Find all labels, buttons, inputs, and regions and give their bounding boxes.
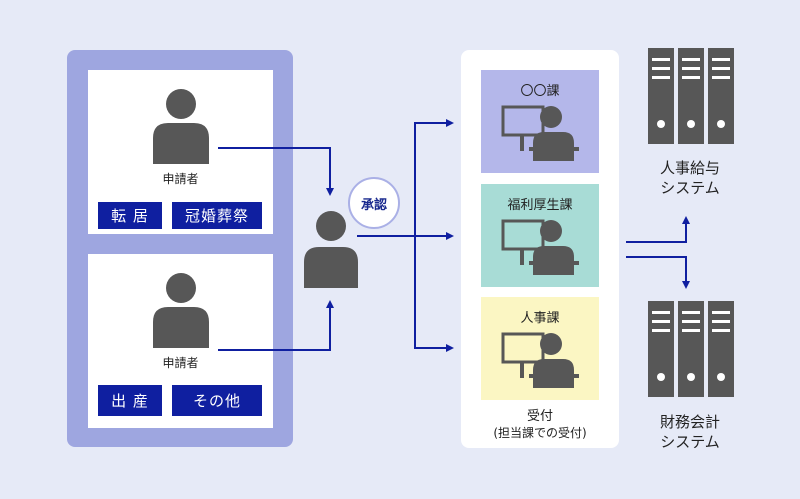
computer-user-icon [501,332,579,388]
arrow-to-accounting-system [626,256,690,289]
system-name: 人事給与 [659,159,720,177]
computer-user-icon [501,105,579,161]
computer-user-icon [501,219,579,275]
arrow-to-hr-system [626,216,690,243]
arrow-applicant2-to-approver [218,300,334,351]
tag-other: その他 [172,385,262,416]
tag-ceremonial: 冠婚葬祭 [172,202,262,229]
reception-sublabel: (担当課での受付) [493,426,587,440]
arrow-applicant1-to-approver [218,147,334,196]
reception-label: 受付 [526,409,553,424]
applicant-card-2: 申請者 出 産 その他 [88,254,273,428]
approval-badge: 承認 [348,177,400,229]
person-icon [153,273,209,348]
dept-card-2: 福利厚生課 [481,184,599,287]
tag-birth: 出 産 [98,385,162,416]
server-icon [648,48,734,144]
server-icon [648,301,734,397]
applicant-label: 申請者 [162,356,199,370]
system-suffix: システム [660,179,720,197]
dept-card-1: 〇〇課 [481,70,599,173]
system-suffix: システム [660,433,720,451]
tag-relocation: 転 居 [98,202,162,229]
dept-name: 福利厚生課 [507,198,573,213]
dept-name: 〇〇課 [520,84,560,99]
dept-card-3: 人事課 [481,297,599,400]
person-icon [153,89,209,164]
applicant-label: 申請者 [162,172,199,186]
system-name: 財務会計 [659,413,720,431]
applicant-card-1: 申請者 転 居 冠婚葬祭 [88,70,273,234]
person-icon [304,211,358,288]
dept-name: 人事課 [520,311,560,326]
